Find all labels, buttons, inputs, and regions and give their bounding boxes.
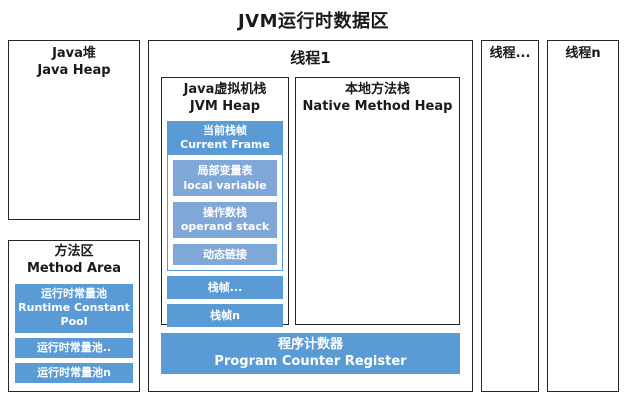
local-variable-table-box: 局部变量表 local variable [173,160,277,196]
thread-n-label: 线程n [565,46,601,61]
diagram-title: JVM运行时数据区 [237,11,390,32]
native-method-stack-box: 本地方法栈 Native Method Heap [295,77,460,325]
current-frame-body: 局部变量表 local variable 操作数栈 operand stack … [167,154,283,271]
current-frame-box: 当前栈帧 Current Frame 局部变量表 local variable … [167,120,283,271]
thread-1-box: 线程1 Java虚拟机栈 JVM Heap 当前栈帧 Current Frame [148,40,473,392]
diagram-columns: Java堆 Java Heap 方法区 Method Area 运行时常量池 R… [8,40,619,392]
method-area-box: 方法区 Method Area 运行时常量池 Runtime Constant … [8,240,140,392]
jvm-stack-box: Java虚拟机栈 JVM Heap 当前栈帧 Current Frame 局部变… [161,77,289,328]
pool-n-label: 运行时常量池n [37,365,111,379]
local-variable-label-cn: 局部变量表 [197,164,253,178]
stack-frame-ellipsis-box: 栈帧... [167,275,283,300]
java-heap-label-en: Java Heap [37,62,111,78]
jvm-stack-label-cn: Java虚拟机栈 [183,82,267,97]
native-stack-label-cn: 本地方法栈 [344,82,410,97]
pool-label-en: Runtime Constant Pool [18,301,130,329]
runtime-constant-pool-box: 运行时常量池 Runtime Constant Pool [15,283,133,333]
method-area-label-en: Method Area [26,260,122,276]
runtime-constant-pool-ellipsis-box: 运行时常量池.. [15,337,133,358]
pool-ellipsis-label: 运行时常量池.. [36,340,112,354]
thread-1-title: 线程1 [290,49,331,67]
java-heap-label-cn: Java堆 [52,46,96,61]
operand-stack-label-cn: 操作数栈 [203,205,247,219]
native-stack-label-en: Native Method Heap [302,98,453,114]
program-counter-label-en: Program Counter Register [214,353,407,369]
current-frame-label-cn: 当前栈帧 [203,123,247,137]
program-counter-label-cn: 程序计数器 [277,337,343,352]
stacks-row: Java虚拟机栈 JVM Heap 当前栈帧 Current Frame 局部变… [161,77,460,328]
java-heap-box: Java堆 Java Heap [8,40,140,220]
runtime-constant-pool-n-box: 运行时常量池n [15,362,133,384]
left-column: Java堆 Java Heap 方法区 Method Area 运行时常量池 R… [8,40,140,392]
dynamic-linking-box: 动态链接 [173,243,277,265]
operand-stack-box: 操作数栈 operand stack [173,201,277,238]
current-frame-header: 当前栈帧 Current Frame [167,120,283,155]
program-counter-box: 程序计数器 Program Counter Register [161,333,460,374]
operand-stack-label-en: operand stack [180,220,270,234]
stack-frame-n-box: 栈帧n [167,304,283,328]
thread-ellipsis-label: 线程... [489,46,531,61]
thread-ellipsis-box: 线程... [481,40,539,392]
local-variable-label-en: local variable [183,178,267,192]
frame-stack: 当前栈帧 Current Frame 局部变量表 local variable … [167,120,283,328]
method-area-label-cn: 方法区 [54,244,94,259]
jvm-stack-label-en: JVM Heap [189,98,261,114]
pool-label-cn: 运行时常量池 [41,286,107,300]
thread-n-box: 线程n [547,40,619,392]
dynamic-linking-label: 动态链接 [203,247,247,261]
current-frame-label-en: Current Frame [180,138,270,152]
method-area-title: 方法区 Method Area [15,244,133,278]
